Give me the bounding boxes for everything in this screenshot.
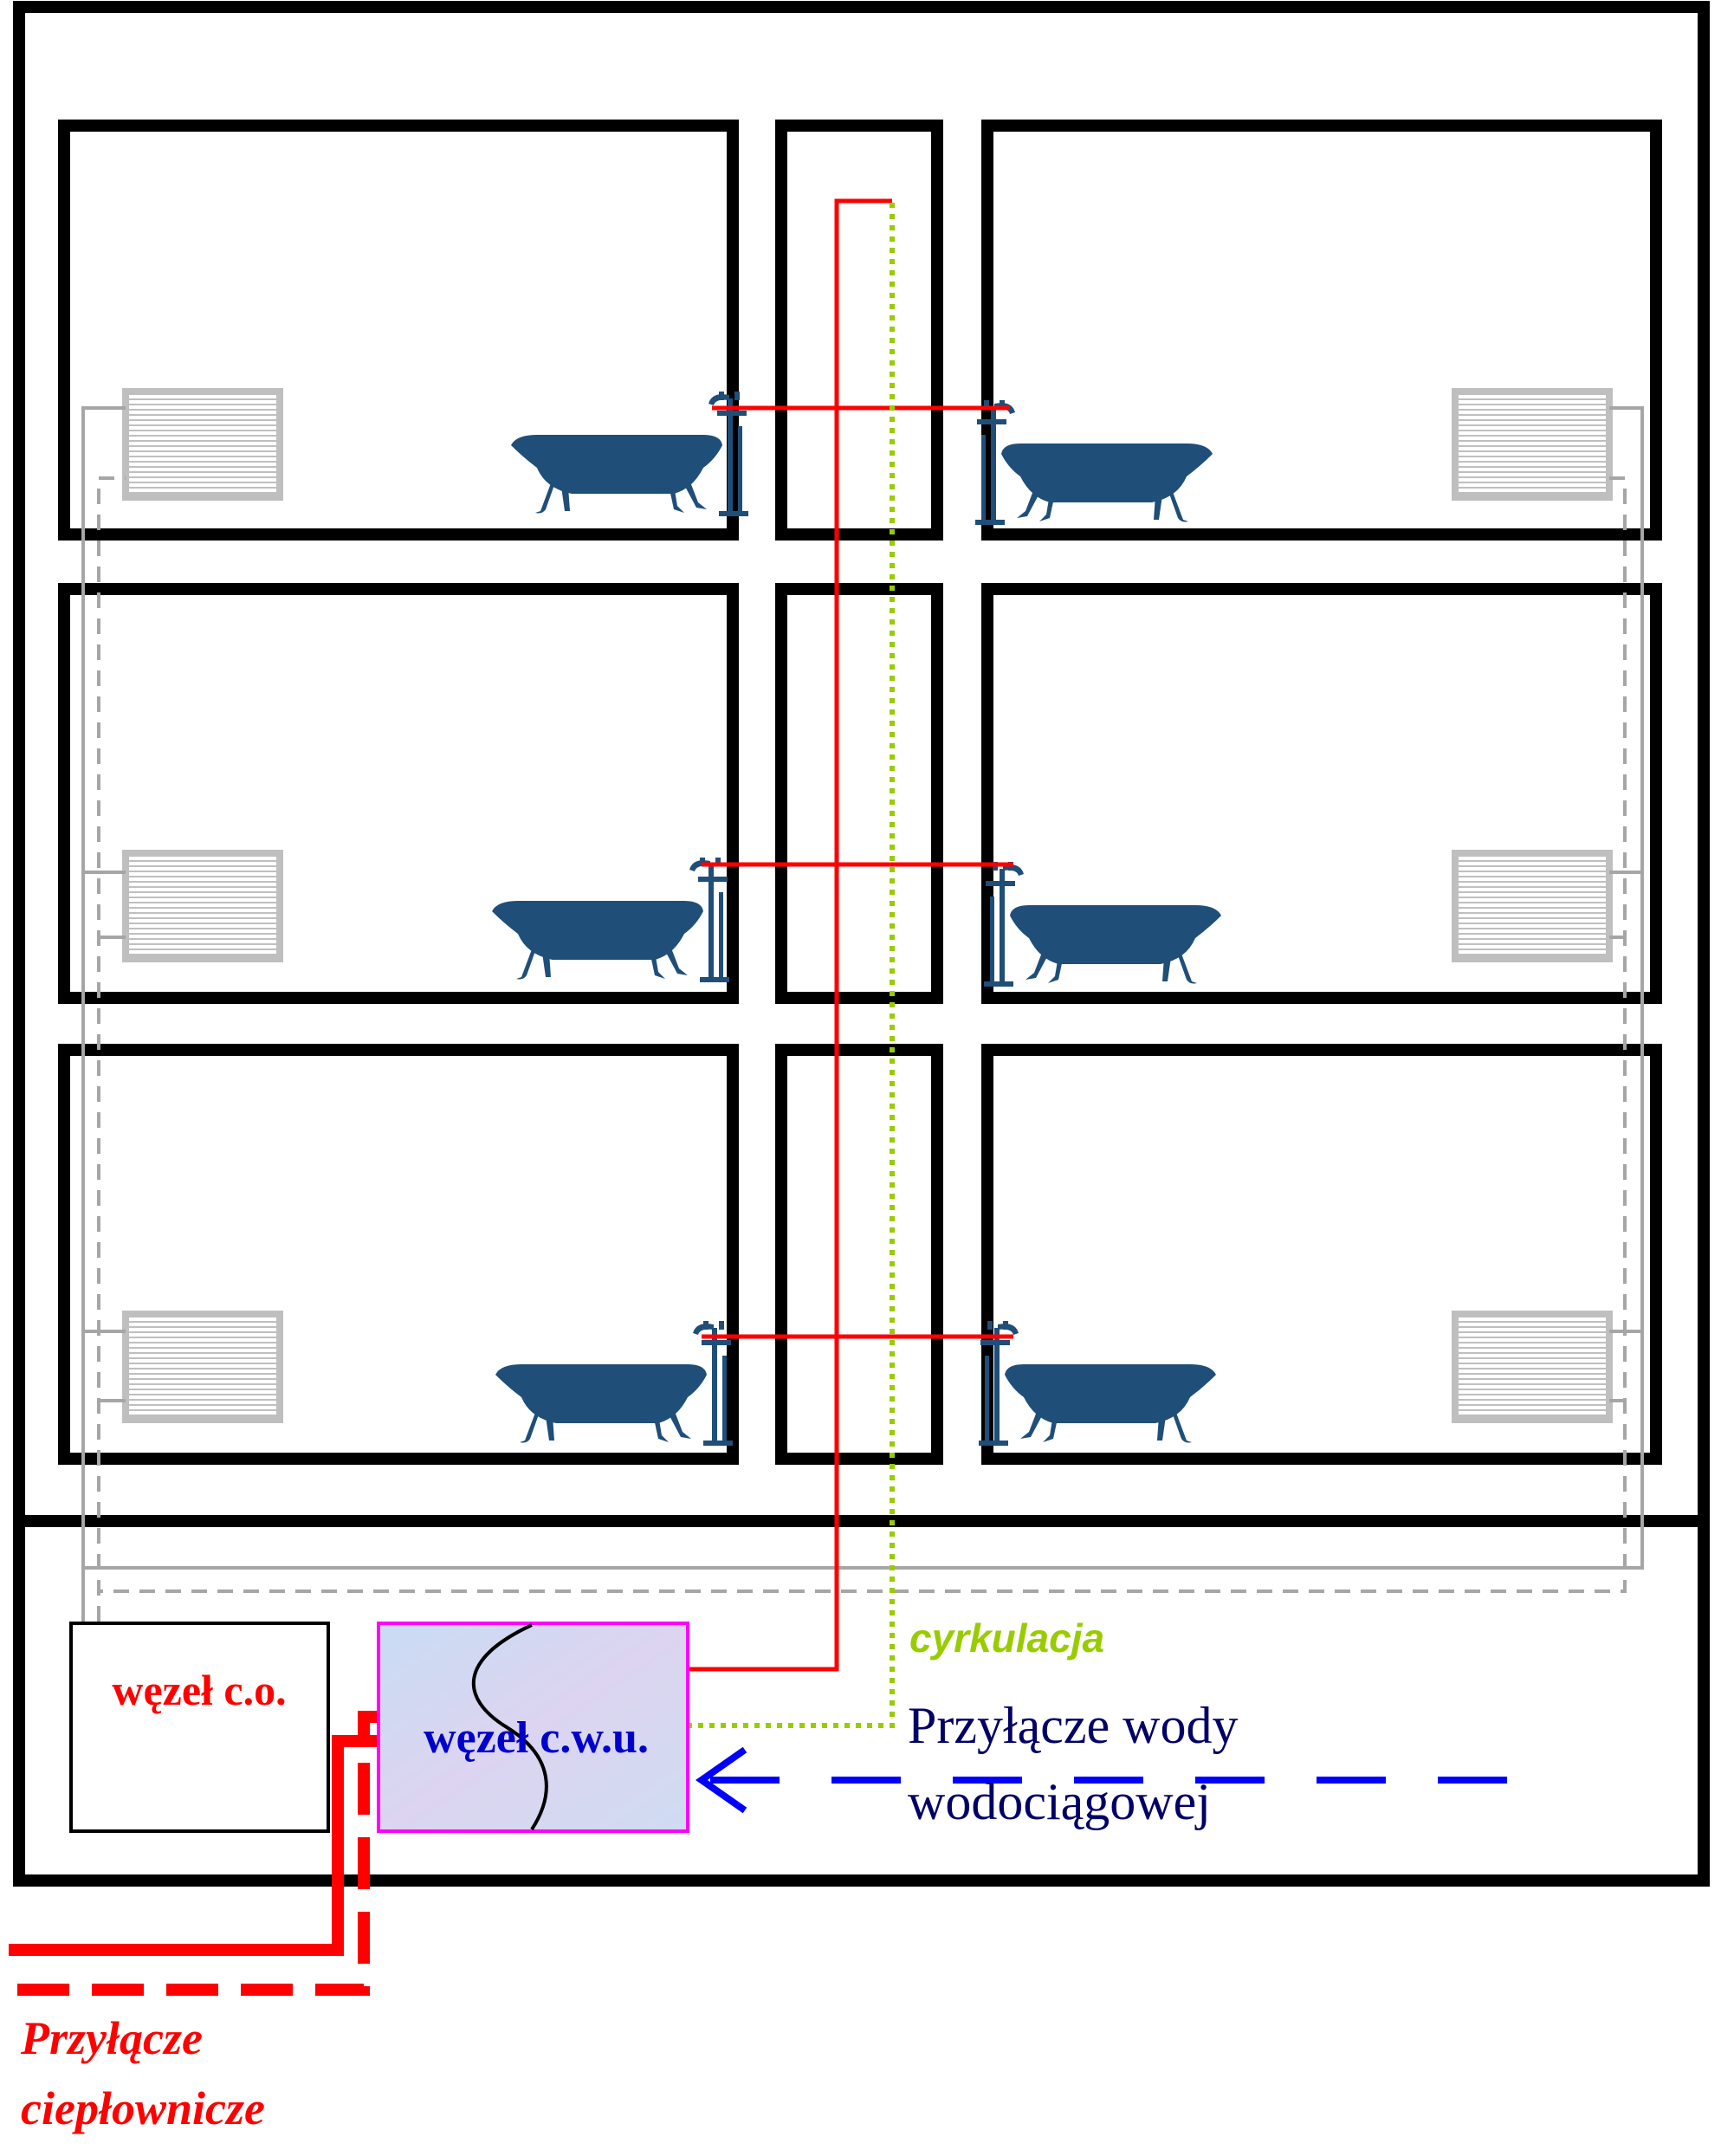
room-left-floor2 (58, 583, 739, 1004)
radiator-icon (1455, 392, 1609, 497)
radiator-icon (1455, 1314, 1609, 1420)
node-cwu-box (377, 1622, 689, 1833)
radiator-icon (126, 853, 280, 959)
heat-connection-label-line1: Przyłącze (20, 2012, 203, 2064)
circulation-pipe (687, 201, 895, 1728)
bathtub-icon (492, 858, 729, 982)
rooms (58, 120, 1662, 1465)
bathtub-icon (979, 1321, 1216, 1446)
node-co-label: węzeł c.o. (112, 1666, 286, 1714)
hot-water-pipes (687, 198, 1013, 1672)
heat-exchanger-coil-icon (471, 1623, 548, 1831)
water-connection-label-line1: Przyłącze wody (908, 1697, 1239, 1754)
room-right-floor1 (981, 1044, 1662, 1465)
room-left-floor1 (58, 1044, 739, 1465)
room-left-floor3 (58, 120, 739, 541)
node-cwu-label: węzeł c.w.u. (424, 1713, 649, 1763)
heating-pipes (81, 406, 1644, 1622)
radiator-icon (126, 1314, 280, 1420)
building-outline (13, 1, 1710, 1887)
shaft-floor3 (775, 120, 943, 541)
district-heating-pipes (9, 1711, 378, 1996)
bathtub-icon (984, 862, 1221, 987)
radiator-icon (126, 392, 280, 497)
shaft-floor1 (775, 1044, 943, 1465)
water-connection-label-line2: wodociągowej (908, 1773, 1211, 1830)
room-right-floor3 (981, 120, 1662, 541)
bathtub-icon (495, 1321, 733, 1446)
heat-connection-label-line2: ciepłownicze (21, 2082, 265, 2134)
arrow-left-icon (696, 1746, 747, 1814)
shaft-floor2 (775, 583, 943, 1004)
bathtub-icon (511, 392, 748, 516)
room-right-floor2 (981, 583, 1662, 1004)
bathtub-icon (975, 400, 1213, 525)
radiator-icon (1455, 853, 1609, 959)
node-co-box (69, 1622, 330, 1833)
circulation-label: cyrkulacja (909, 1615, 1104, 1661)
bathtubs (492, 392, 1221, 1446)
radiators (126, 392, 1609, 1420)
